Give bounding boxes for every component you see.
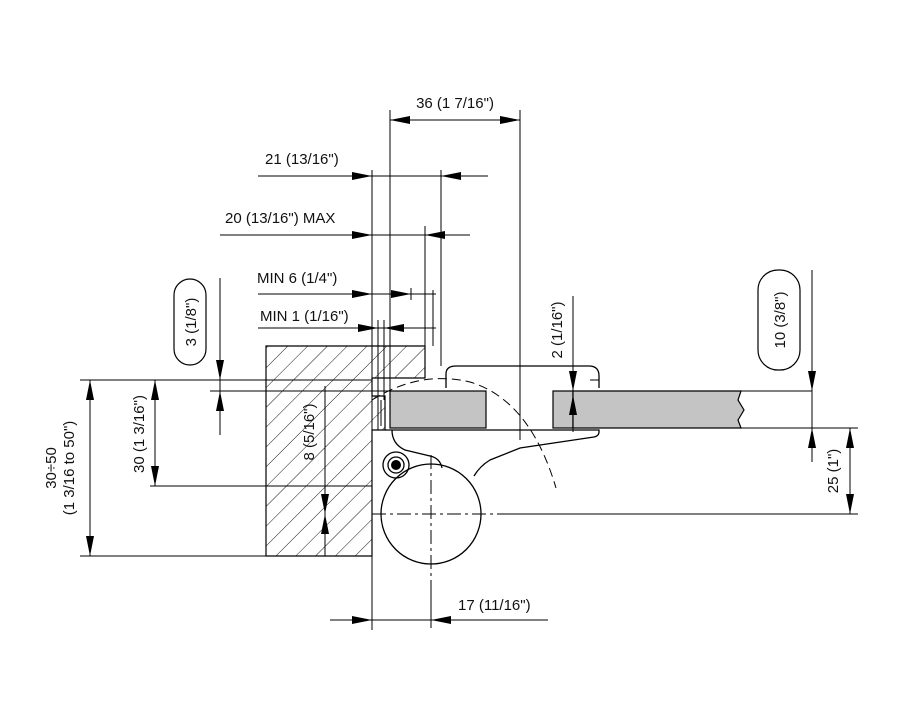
dim-8-line bbox=[321, 386, 329, 556]
dim-3-line bbox=[216, 278, 224, 435]
label-10: 10 (3/8") bbox=[772, 291, 789, 348]
swing-arc bbox=[371, 378, 557, 489]
label-21: 21 (13/16") bbox=[265, 151, 339, 168]
dim-21-line bbox=[258, 172, 488, 180]
label-3: 3 (1/8") bbox=[183, 298, 200, 347]
dim-min6-line bbox=[258, 288, 436, 300]
extension-lines bbox=[80, 110, 858, 630]
label-25: 25 (1") bbox=[825, 449, 842, 494]
label-8: 8 (5/16") bbox=[301, 403, 318, 460]
dim-20-line bbox=[220, 231, 470, 239]
dim-10-line bbox=[808, 270, 816, 462]
glass-panel bbox=[389, 390, 812, 429]
label-min6: MIN 6 (1/4") bbox=[257, 270, 337, 287]
label-2: 2 (1/16") bbox=[549, 301, 566, 358]
dim-min1-line bbox=[258, 324, 436, 332]
dim-25-line bbox=[846, 428, 854, 514]
label-30: 30 (1 3/16") bbox=[131, 395, 148, 473]
dim-2-line bbox=[569, 296, 577, 432]
screw-icon bbox=[382, 451, 410, 479]
label-min1: MIN 1 (1/16") bbox=[260, 308, 349, 325]
wall-section bbox=[265, 345, 426, 557]
center-lines bbox=[372, 455, 858, 628]
bubble-10 bbox=[757, 269, 801, 371]
label-17: 17 (11/16") bbox=[458, 597, 531, 614]
dim-36-line bbox=[390, 116, 520, 124]
label-36: 36 (1 7/16") bbox=[416, 95, 494, 112]
label-range-line1: 30÷50 bbox=[43, 447, 60, 489]
dim-range-line bbox=[86, 380, 94, 556]
dim-17-line bbox=[330, 616, 548, 624]
dim-30-line bbox=[151, 380, 159, 486]
label-20-max: 20 (13/16") MAX bbox=[225, 210, 335, 227]
label-range-line2: (1 3/16 to 50") bbox=[61, 421, 78, 516]
bubble-3 bbox=[173, 278, 207, 366]
